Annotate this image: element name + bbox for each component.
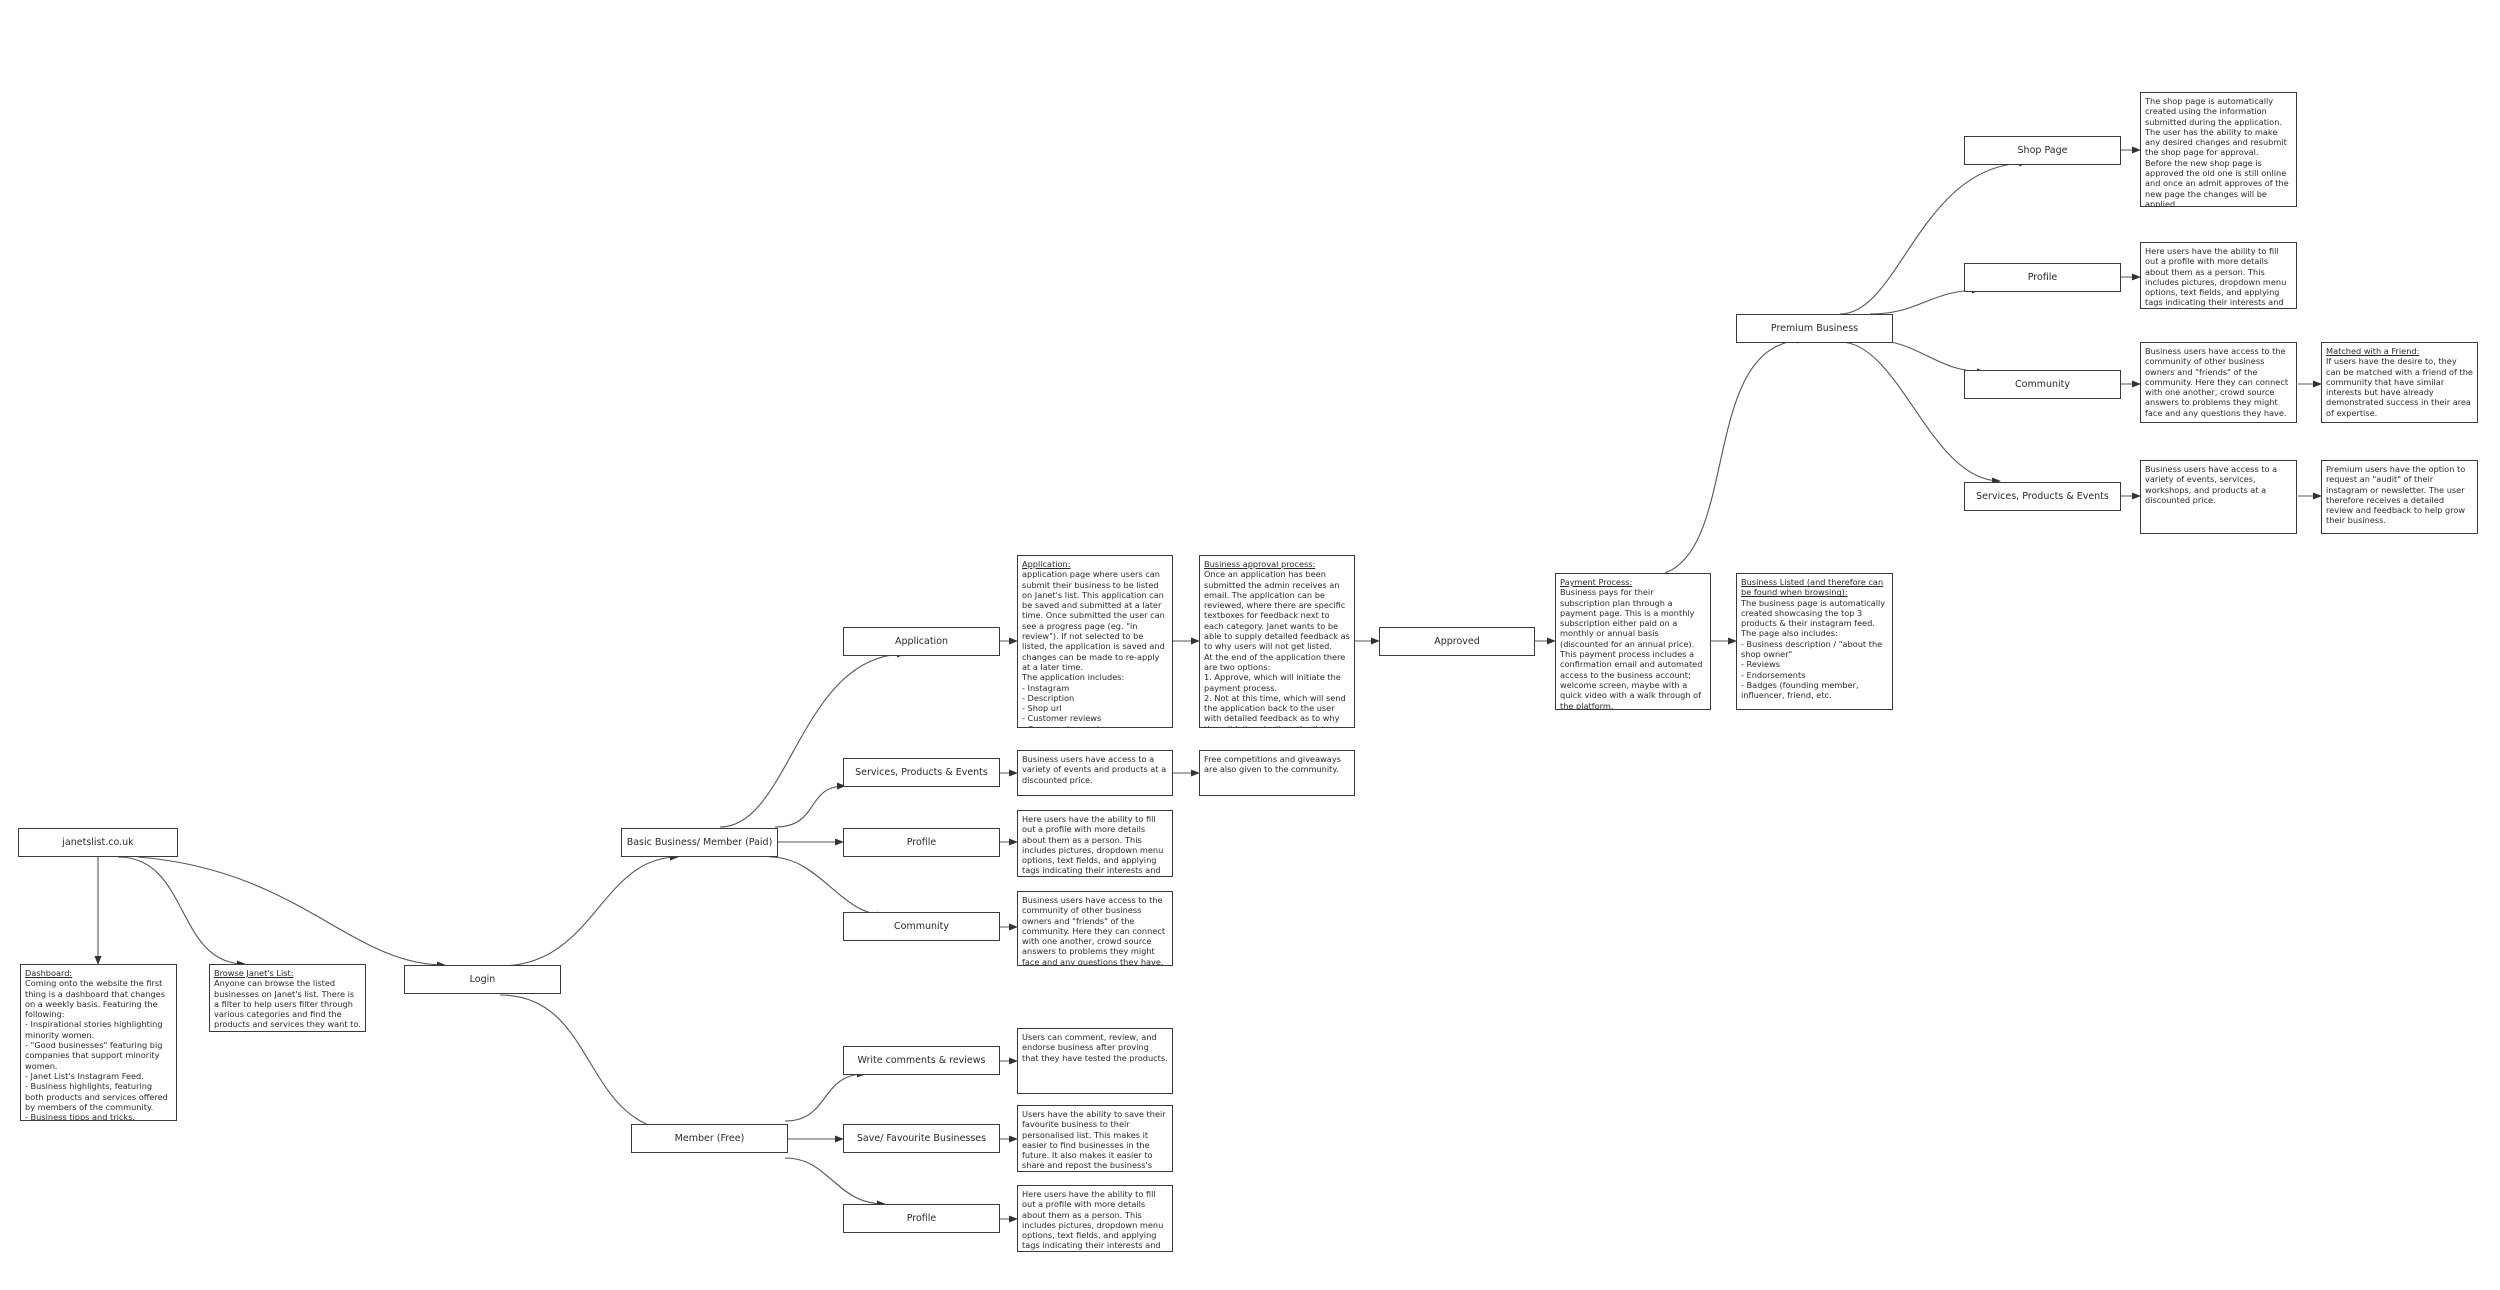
edge-member-write (784, 1070, 866, 1122)
note-profile-basic: Here users have the ability to fill out … (1017, 810, 1173, 877)
note-free-competitions: Free competitions and giveaways are also… (1199, 750, 1355, 796)
note-business-listed-heading: Business Listed (and therefore can be fo… (1741, 577, 1884, 598)
note-save-favourite: Users have the ability to save their fav… (1017, 1105, 1173, 1172)
note-application: Application: application page where user… (1017, 555, 1173, 728)
note-payment-heading: Payment Process: (1560, 577, 1633, 587)
edge-member-profile (784, 1157, 886, 1208)
note-profile-member-body: Here users have the ability to fill out … (1022, 1189, 1164, 1251)
node-services-basic[interactable]: Services, Products & Events (843, 758, 1000, 787)
note-payment: Payment Process: Business pays for their… (1555, 573, 1711, 710)
note-business-listed-body: The business page is automatically creat… (1741, 597, 1886, 701)
edge-basic-application (719, 650, 906, 828)
note-audit-body: Premium users have the option to request… (2326, 464, 2466, 526)
note-services-premium: Business users have access to a variety … (2140, 460, 2297, 534)
note-community-premium: Business users have access to the commun… (2140, 342, 2297, 423)
edge-site-login (137, 856, 446, 969)
note-browse: Browse Janet's List: Anyone can browse t… (209, 964, 366, 1032)
node-basic-business[interactable]: Basic Business/ Member (Paid) (621, 828, 778, 857)
note-profile-member: Here users have the ability to fill out … (1017, 1185, 1173, 1252)
note-community-basic: Business users have access to the commun… (1017, 891, 1173, 966)
note-write-comments-body: Users can comment, review, and endorse b… (1022, 1032, 1168, 1063)
edge-basic-services (774, 782, 846, 828)
note-approval-heading: Business approval process: (1204, 559, 1316, 569)
node-approved[interactable]: Approved (1379, 627, 1535, 656)
note-shop-page-body: The shop page is automatically created u… (2145, 96, 2289, 207)
note-shop-page: The shop page is automatically created u… (2140, 92, 2297, 207)
note-profile-basic-body: Here users have the ability to fill out … (1022, 814, 1164, 876)
note-matched-friend-heading: Matched with a Friend: (2326, 346, 2420, 356)
note-application-heading: Application: (1022, 559, 1071, 569)
edge-premium-services (1839, 341, 2001, 485)
node-write-comments[interactable]: Write comments & reviews (843, 1046, 1000, 1075)
note-browse-heading: Browse Janet's List: (214, 968, 294, 978)
edge-premium-shop (1839, 159, 2028, 315)
node-application[interactable]: Application (843, 627, 1000, 656)
note-dashboard-heading: Dashboard: (25, 968, 73, 978)
note-browse-body: Anyone can browse the listed businesses … (214, 978, 361, 1030)
note-audit: Premium users have the option to request… (2321, 460, 2478, 534)
note-services-premium-body: Business users have access to a variety … (2145, 464, 2278, 505)
edge-premium-community (1869, 339, 1986, 376)
note-payment-body: Business pays for their subscription pla… (1560, 587, 1703, 710)
note-approval: Business approval process: Once an appli… (1199, 555, 1355, 728)
node-save-favourite[interactable]: Save/ Favourite Businesses (843, 1124, 1000, 1153)
node-login[interactable]: Login (404, 965, 561, 994)
note-profile-premium-body: Here users have the ability to fill out … (2145, 246, 2287, 308)
edge-login-basic (499, 853, 679, 967)
note-write-comments: Users can comment, review, and endorse b… (1017, 1028, 1173, 1094)
node-profile-premium[interactable]: Profile (1964, 263, 2121, 292)
note-community-premium-body: Business users have access to the commun… (2145, 346, 2289, 418)
node-profile-member[interactable]: Profile (843, 1204, 1000, 1233)
note-approval-body: Once an application has been submitted t… (1204, 569, 1350, 727)
node-member-free[interactable]: Member (Free) (631, 1124, 788, 1153)
edge-site-browse (117, 856, 246, 968)
node-services-premium[interactable]: Services, Products & Events (1964, 482, 2121, 511)
note-dashboard-body: Coming onto the website the first thing … (25, 978, 168, 1121)
note-free-competitions-body: Free competitions and giveaways are also… (1204, 754, 1341, 775)
node-shop-page[interactable]: Shop Page (1964, 136, 2121, 165)
node-janetslist[interactable]: janetslist.co.uk (18, 828, 178, 857)
note-profile-premium: Here users have the ability to fill out … (2140, 242, 2297, 309)
node-premium-business[interactable]: Premium Business (1736, 314, 1893, 343)
edge-login-member (499, 994, 686, 1136)
note-business-listed: Business Listed (and therefore can be fo… (1736, 573, 1893, 710)
edge-premium-profile (1869, 286, 1981, 315)
node-community-premium[interactable]: Community (1964, 370, 2121, 399)
note-community-basic-body: Business users have access to the commun… (1022, 895, 1166, 966)
note-services-basic-body: Business users have access to a variety … (1022, 754, 1167, 785)
note-dashboard: Dashboard: Coming onto the website the f… (20, 964, 177, 1121)
node-community-basic[interactable]: Community (843, 912, 1000, 941)
node-profile-basic[interactable]: Profile (843, 828, 1000, 857)
note-services-basic: Business users have access to a variety … (1017, 750, 1173, 796)
edge-basic-community (769, 856, 886, 919)
note-matched-friend: Matched with a Friend: If users have the… (2321, 342, 2478, 423)
note-application-body: application page where users can submit … (1022, 569, 1165, 727)
note-matched-friend-body: If users have the desire to, they can be… (2326, 356, 2473, 418)
edge-payment-premium (1664, 336, 1806, 574)
note-save-favourite-body: Users have the ability to save their fav… (1022, 1109, 1166, 1171)
